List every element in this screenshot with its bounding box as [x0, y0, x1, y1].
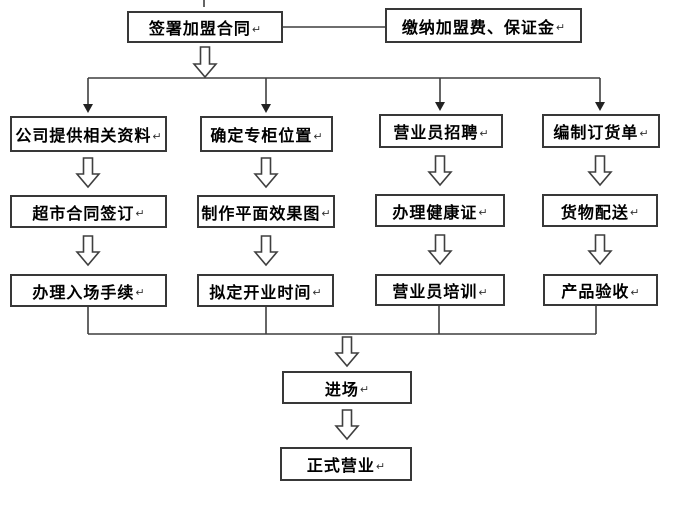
arrowhead-col4-icon	[595, 102, 605, 111]
down-block-arrow-icon	[192, 46, 218, 79]
line-break-mark: ↵	[629, 207, 640, 219]
node-staff-training: 营业员培训↵	[375, 274, 505, 306]
down-block-arrow-icon	[334, 409, 360, 441]
node-official-opening: 正式营业↵	[280, 447, 412, 481]
node-label: 公司提供相关资料	[15, 128, 152, 145]
node-label: 编制订货单	[553, 125, 639, 142]
node-sign-franchise-contract: 签署加盟合同↵	[127, 11, 283, 43]
down-block-arrow-icon	[334, 336, 360, 368]
node-make-floor-plan-rendering: 制作平面效果图↵	[197, 195, 335, 228]
down-block-arrow-icon	[587, 155, 613, 187]
node-set-opening-time: 拟定开业时间↵	[197, 274, 334, 307]
node-health-certificate: 办理健康证↵	[375, 194, 505, 227]
node-label: 确定专柜位置	[210, 128, 313, 145]
line-break-mark: ↵	[375, 460, 386, 473]
down-block-arrow-icon	[427, 155, 453, 187]
arrowhead-col2-icon	[261, 104, 271, 113]
down-block-arrow-icon	[253, 235, 279, 267]
line-break-mark: ↵	[313, 130, 323, 143]
node-supermarket-contract-signing: 超市合同签订↵	[10, 195, 167, 228]
arrowhead-col1-icon	[83, 104, 93, 113]
node-confirm-counter-location: 确定专柜位置↵	[200, 116, 333, 152]
node-label: 办理健康证	[392, 204, 478, 222]
node-label: 办理入场手续	[32, 284, 135, 302]
line-break-mark: ↵	[479, 127, 489, 140]
down-block-arrow-icon	[75, 235, 101, 267]
node-goods-delivery: 货物配送↵	[542, 194, 658, 227]
line-break-mark: ↵	[251, 23, 262, 36]
line-break-mark: ↵	[639, 127, 649, 140]
node-enter-venue: 进场↵	[282, 371, 412, 404]
line-break-mark: ↵	[321, 208, 331, 220]
node-label: 货物配送	[560, 204, 629, 222]
node-label: 签署加盟合同	[148, 21, 251, 38]
node-label: 缴纳加盟费、保证金	[401, 19, 555, 37]
line-break-mark: ↵	[630, 286, 640, 299]
node-label: 进场	[324, 381, 359, 399]
line-break-mark: ↵	[478, 286, 488, 299]
line-break-mark: ↵	[312, 287, 322, 299]
node-label: 正式营业	[306, 458, 375, 475]
down-block-arrow-icon	[427, 234, 453, 266]
node-prepare-order-form: 编制订货单↵	[542, 114, 660, 148]
node-label: 超市合同签订	[32, 205, 135, 223]
line-break-mark: ↵	[135, 208, 145, 220]
node-label: 制作平面效果图	[201, 205, 321, 223]
down-block-arrow-icon	[253, 157, 279, 189]
down-block-arrow-icon	[75, 157, 101, 189]
node-label: 营业员培训	[392, 284, 478, 301]
node-label: 营业员招聘	[393, 125, 479, 142]
node-label: 拟定开业时间	[209, 284, 312, 302]
node-company-provides-info: 公司提供相关资料↵	[10, 116, 167, 152]
line-break-mark: ↵	[135, 287, 145, 299]
line-break-mark: ↵	[152, 130, 162, 143]
arrowhead-col3-icon	[435, 102, 445, 111]
line-break-mark: ↵	[478, 207, 488, 219]
node-pay-fee-deposit: 缴纳加盟费、保证金↵	[385, 8, 582, 43]
line-break-mark: ↵	[555, 22, 566, 34]
down-block-arrow-icon	[587, 234, 613, 266]
node-label: 产品验收	[561, 284, 630, 301]
line-break-mark: ↵	[359, 384, 370, 396]
node-staff-recruitment: 营业员招聘↵	[379, 114, 503, 148]
node-entry-procedures: 办理入场手续↵	[10, 274, 167, 307]
node-product-acceptance: 产品验收↵	[543, 274, 658, 306]
